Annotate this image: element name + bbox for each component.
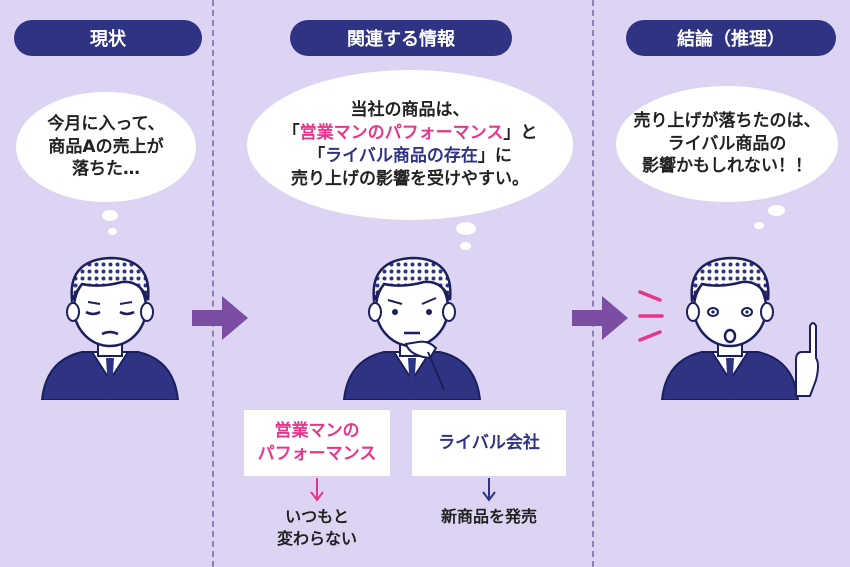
result-sales-line1: いつもと	[285, 507, 349, 526]
bubble-current-line2: 商品Aの売上が	[48, 136, 164, 157]
highlight-rival: ライバル商品の存在	[325, 146, 478, 166]
person-realizing	[660, 256, 819, 400]
alert-lines	[638, 290, 664, 342]
result-rival: 新商品を発売	[412, 506, 566, 528]
bubble-conclusion-tail-1	[768, 205, 785, 216]
bubble-current-line1: 今月に入って、	[47, 113, 165, 134]
thought-bubble-related: 当社の商品は、 「営業マンのパフォーマンス」と 「ライバル商品の存在」に 売り上…	[247, 70, 573, 220]
bubble-conclusion-line3: 影響かもしれない！！	[642, 156, 812, 177]
header-conclusion: 結論（推理）	[626, 20, 836, 56]
box-rival-label: ライバル会社	[438, 432, 540, 453]
bubble-current-tail-2	[108, 228, 117, 235]
box-sales-line2: パフォーマンス	[257, 444, 377, 464]
bracket-close: 」に	[477, 146, 512, 166]
info-box-sales: 営業マンの パフォーマンス	[244, 410, 390, 476]
highlight-sales: 営業マンのパフォーマンス	[299, 123, 504, 144]
bracket-open: 「	[282, 123, 300, 144]
bubble-related-line4: 売り上げの影響を受けやすい。	[290, 168, 529, 189]
result-sales: いつもと 変わらない	[247, 506, 387, 551]
arrow-down-rival	[482, 478, 496, 502]
thought-bubble-current: 今月に入って、 商品Aの売上が 落ちた…	[16, 92, 196, 202]
box-sales-line1: 営業マンの	[274, 421, 360, 442]
header-related: 関連する情報	[290, 20, 512, 56]
bubble-current-line3: 落ちた…	[72, 159, 140, 180]
thought-bubble-conclusion: 売り上げが落ちたのは、 ライバル商品の 影響かもしれない！！	[616, 86, 838, 202]
bubble-related-tail-1	[456, 222, 476, 235]
bubble-current-tail-1	[102, 210, 118, 221]
header-conclusion-label: 結論（推理）	[677, 29, 785, 50]
header-current-label: 現状	[90, 29, 126, 50]
info-box-rival: ライバル会社	[412, 410, 566, 476]
bubble-related-tail-2	[460, 242, 471, 250]
person-thinking	[342, 256, 482, 400]
bubble-related-line2: 「営業マンのパフォーマンス」と	[283, 122, 538, 145]
arrow-down-sales	[310, 478, 324, 502]
bubble-conclusion-tail-2	[754, 222, 764, 229]
bubble-conclusion-line2: ライバル商品の	[667, 133, 787, 154]
header-related-label: 関連する情報	[347, 29, 455, 50]
flow-arrow-1	[192, 296, 248, 340]
bubble-related-line1: 当社の商品は、	[350, 100, 470, 121]
column-divider-left	[212, 0, 214, 567]
person-sad	[40, 256, 180, 400]
result-rival-line1: 新商品を発売	[440, 507, 537, 526]
header-current: 現状	[14, 20, 202, 56]
column-divider-right	[592, 0, 594, 567]
flow-arrow-2	[572, 296, 628, 340]
result-sales-line2: 変わらない	[276, 529, 357, 549]
bracket-open: 「	[308, 146, 326, 166]
bubble-conclusion-line1: 売り上げが落ちたのは、	[633, 110, 821, 131]
bubble-related-line3: 「ライバル商品の存在」に	[283, 145, 538, 168]
bracket-close: 」と	[503, 123, 538, 144]
